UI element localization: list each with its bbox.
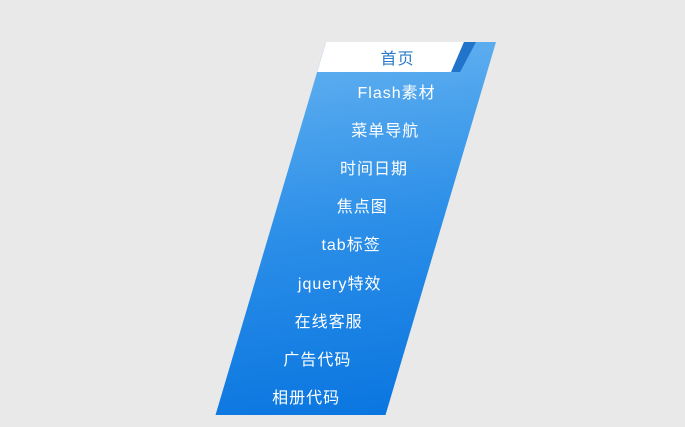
nav-item-jquery-effects[interactable]: jquery特效 <box>249 263 430 301</box>
nav-item-ad-code[interactable]: 广告代码 <box>227 339 408 377</box>
nav-item-home[interactable]: 首页 <box>317 42 496 72</box>
nav-item-focus-slider[interactable]: 焦点图 <box>272 186 453 224</box>
nav-item-online-service[interactable]: 在线客服 <box>238 301 419 339</box>
nav-items-list: Flash素材 菜单导航 时间日期 焦点图 tab标签 jquery特效 在线客… <box>216 72 488 415</box>
nav-item-label: 时间日期 <box>339 161 408 179</box>
nav-item-label: tab标签 <box>321 237 381 255</box>
nav-item-label: 相册代码 <box>272 389 341 407</box>
nav-item-label: 菜单导航 <box>351 123 420 141</box>
skewed-nav-menu: 首页 Flash素材 菜单导航 时间日期 焦点图 tab标签 jquery特效 … <box>215 42 496 415</box>
nav-item-menu-nav[interactable]: 菜单导航 <box>295 110 476 148</box>
nav-item-home-label: 首页 <box>380 51 415 68</box>
nav-item-label: 广告代码 <box>283 351 352 369</box>
nav-item-flash[interactable]: Flash素材 <box>306 72 487 110</box>
nav-item-album-code[interactable]: 相册代码 <box>216 377 397 415</box>
nav-item-label: Flash素材 <box>357 85 436 103</box>
nav-item-label: 在线客服 <box>294 313 363 331</box>
nav-item-label: 焦点图 <box>337 199 389 217</box>
nav-item-datetime[interactable]: 时间日期 <box>283 148 464 186</box>
nav-item-label: jquery特效 <box>298 275 382 293</box>
active-tab-label-wrap: 首页 <box>317 42 478 72</box>
nav-item-tabs[interactable]: tab标签 <box>261 224 442 262</box>
